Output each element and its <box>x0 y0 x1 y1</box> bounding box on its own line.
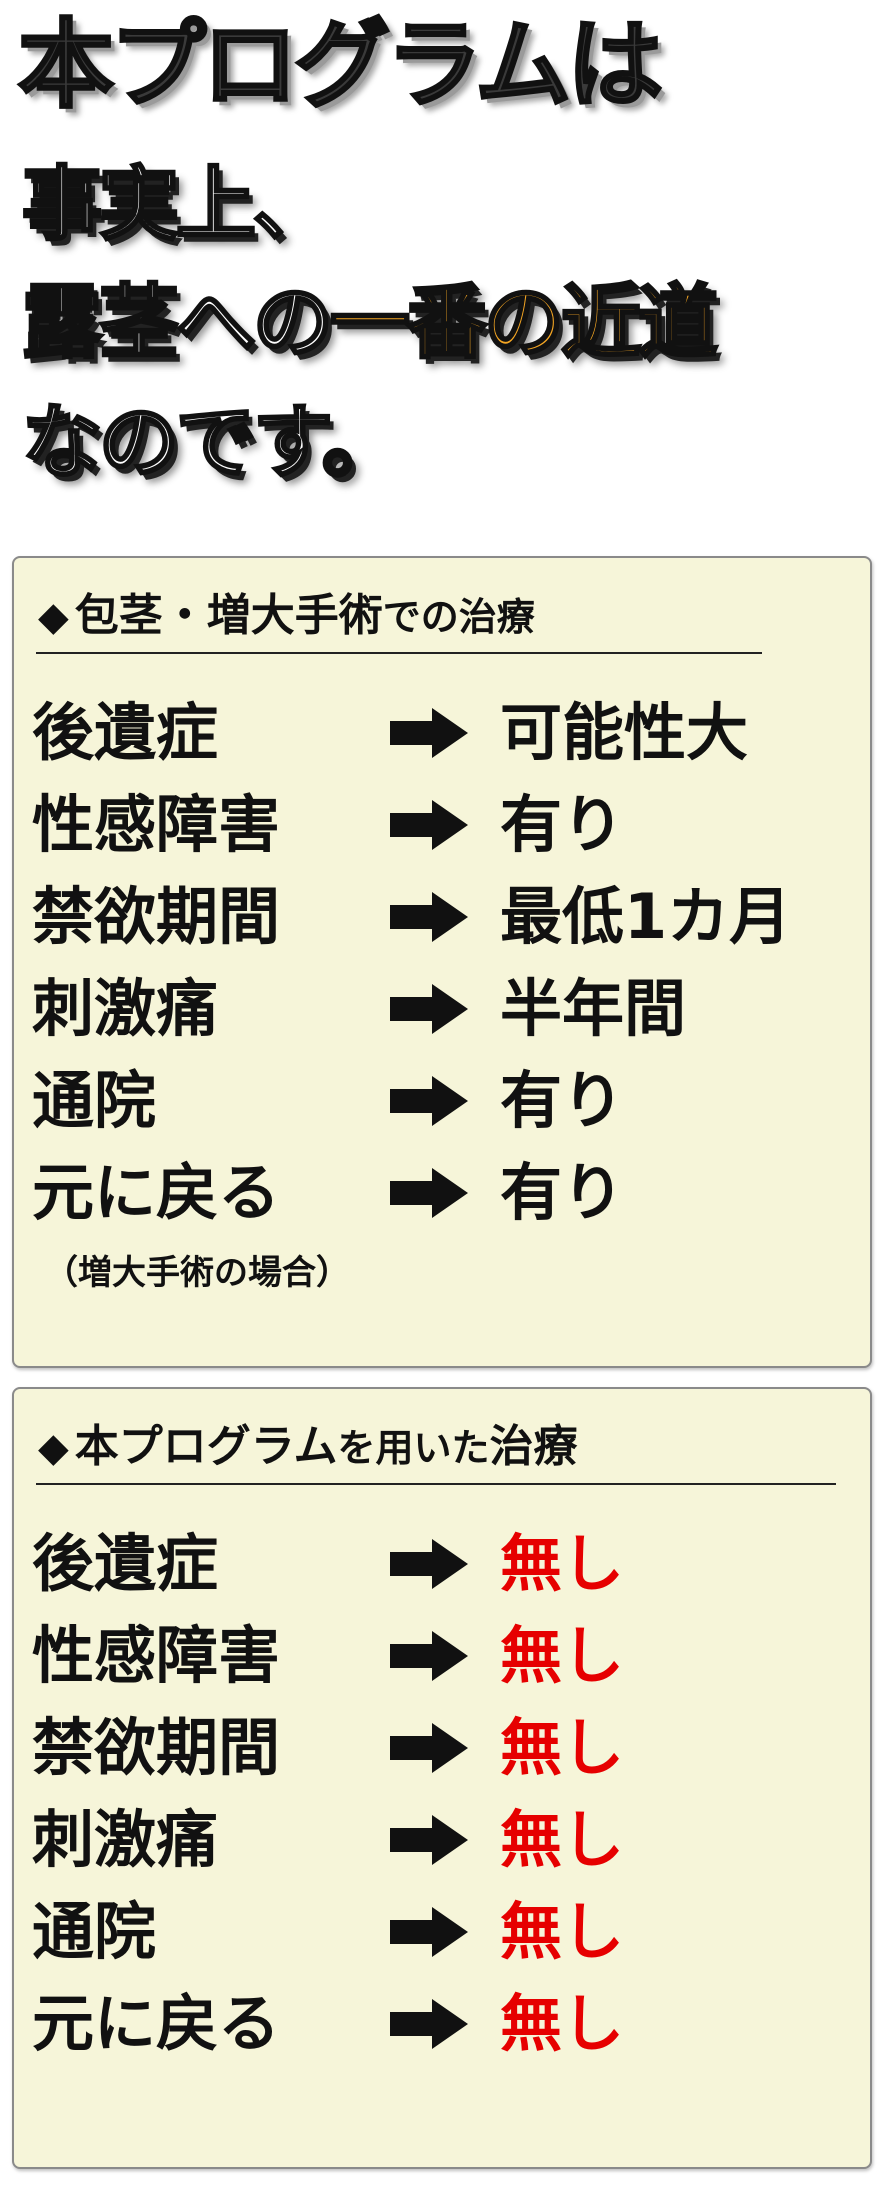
arrow-right-icon <box>390 1539 468 1589</box>
row-label: 元に戻る <box>32 1156 281 1229</box>
arrow-right-icon <box>390 892 468 942</box>
arrow-right-icon <box>390 1076 468 1126</box>
program-comparison-panel: ◆本プログラムを用いた治療 後遺症 無し 性感障害 無し 禁欲期間 無し 刺激痛… <box>12 1387 872 2169</box>
comparison-row: 性感障害 有り <box>32 780 862 870</box>
arrow-right-icon <box>390 984 468 1034</box>
row-label: 性感障害 <box>32 1619 281 1692</box>
row-value: 可能性大 <box>500 696 749 769</box>
row-label: 通院 <box>32 1895 157 1968</box>
row-label: 禁欲期間 <box>32 1711 281 1784</box>
program-panel-title-end: 治療 <box>489 1421 578 1472</box>
comparison-row: 性感障害 無し <box>32 1611 862 1701</box>
comparison-row: 後遺症 可能性大 <box>32 688 862 778</box>
surgery-panel-title: ◆包茎・増大手術での治療 <box>38 586 778 646</box>
arrow-right-icon <box>390 1168 468 1218</box>
comparison-row: 元に戻る 無し <box>32 1979 862 2069</box>
footnote: （増大手術の場合） <box>44 1253 350 1293</box>
surgery-panel-title-small: での治療 <box>382 595 535 639</box>
row-label: 後遺症 <box>32 696 219 769</box>
row-value: 半年間 <box>500 972 687 1045</box>
program-panel-title: ◆本プログラムを用いた治療 <box>38 1417 778 1477</box>
comparison-row: 通院 有り <box>32 1056 862 1146</box>
row-value: 有り <box>500 1156 625 1229</box>
arrow-right-icon <box>390 800 468 850</box>
comparison-row: 禁欲期間 最低1カ月 <box>32 872 862 962</box>
arrow-right-icon <box>390 708 468 758</box>
program-panel-title-small: を用いた <box>337 1426 490 1470</box>
row-value: 無し <box>500 1527 625 1600</box>
arrow-right-icon <box>390 1999 468 2049</box>
headline-line-2-accent: 一番の近道 <box>329 275 720 371</box>
arrow-right-icon <box>390 1723 468 1773</box>
page-title: 本プログラムは <box>17 8 665 123</box>
surgery-comparison-panel: ◆包茎・増大手術での治療 後遺症 可能性大 性感障害 有り 禁欲期間 最低1カ月… <box>12 556 872 1368</box>
row-label: 禁欲期間 <box>32 880 281 953</box>
program-panel-title-main: 本プログラム <box>74 1421 338 1472</box>
diamond-bullet-icon: ◆ <box>38 1425 69 1471</box>
comparison-row: 元に戻る 有り <box>32 1148 862 1238</box>
comparison-row: 刺激痛 無し <box>32 1795 862 1885</box>
comparison-row: 刺激痛 半年間 <box>32 964 862 1054</box>
headline-line-1: 事実上、 <box>21 157 335 253</box>
comparison-row: 禁欲期間 無し <box>32 1703 862 1793</box>
row-value: 無し <box>500 1895 625 1968</box>
row-value: 有り <box>500 788 625 861</box>
comparison-row: 通院 無し <box>32 1887 862 1977</box>
arrow-right-icon <box>390 1631 468 1681</box>
headline-line-2: 露茎への一番の近道 <box>21 268 872 378</box>
headline-line-3: なのです。 <box>21 395 404 491</box>
row-label: 刺激痛 <box>32 1803 219 1876</box>
row-label: 刺激痛 <box>32 972 219 1045</box>
arrow-right-icon <box>390 1907 468 1957</box>
row-value: 有り <box>500 1064 625 1137</box>
row-value: 最低1カ月 <box>500 880 792 953</box>
arrow-right-icon <box>390 1815 468 1865</box>
row-label: 通院 <box>32 1064 157 1137</box>
row-label: 後遺症 <box>32 1527 219 1600</box>
row-value: 無し <box>500 1987 625 2060</box>
title-underline <box>36 652 762 654</box>
row-value: 無し <box>500 1619 625 1692</box>
row-value: 無し <box>500 1711 625 1784</box>
diamond-bullet-icon: ◆ <box>38 594 69 640</box>
title-underline <box>36 1483 836 1485</box>
row-label: 性感障害 <box>32 788 281 861</box>
row-label: 元に戻る <box>32 1987 281 2060</box>
surgery-panel-title-main: 包茎・増大手術 <box>74 590 383 641</box>
headline-line-2-pre: 露茎への <box>21 275 335 371</box>
row-value: 無し <box>500 1803 625 1876</box>
comparison-row: 後遺症 無し <box>32 1519 862 1609</box>
